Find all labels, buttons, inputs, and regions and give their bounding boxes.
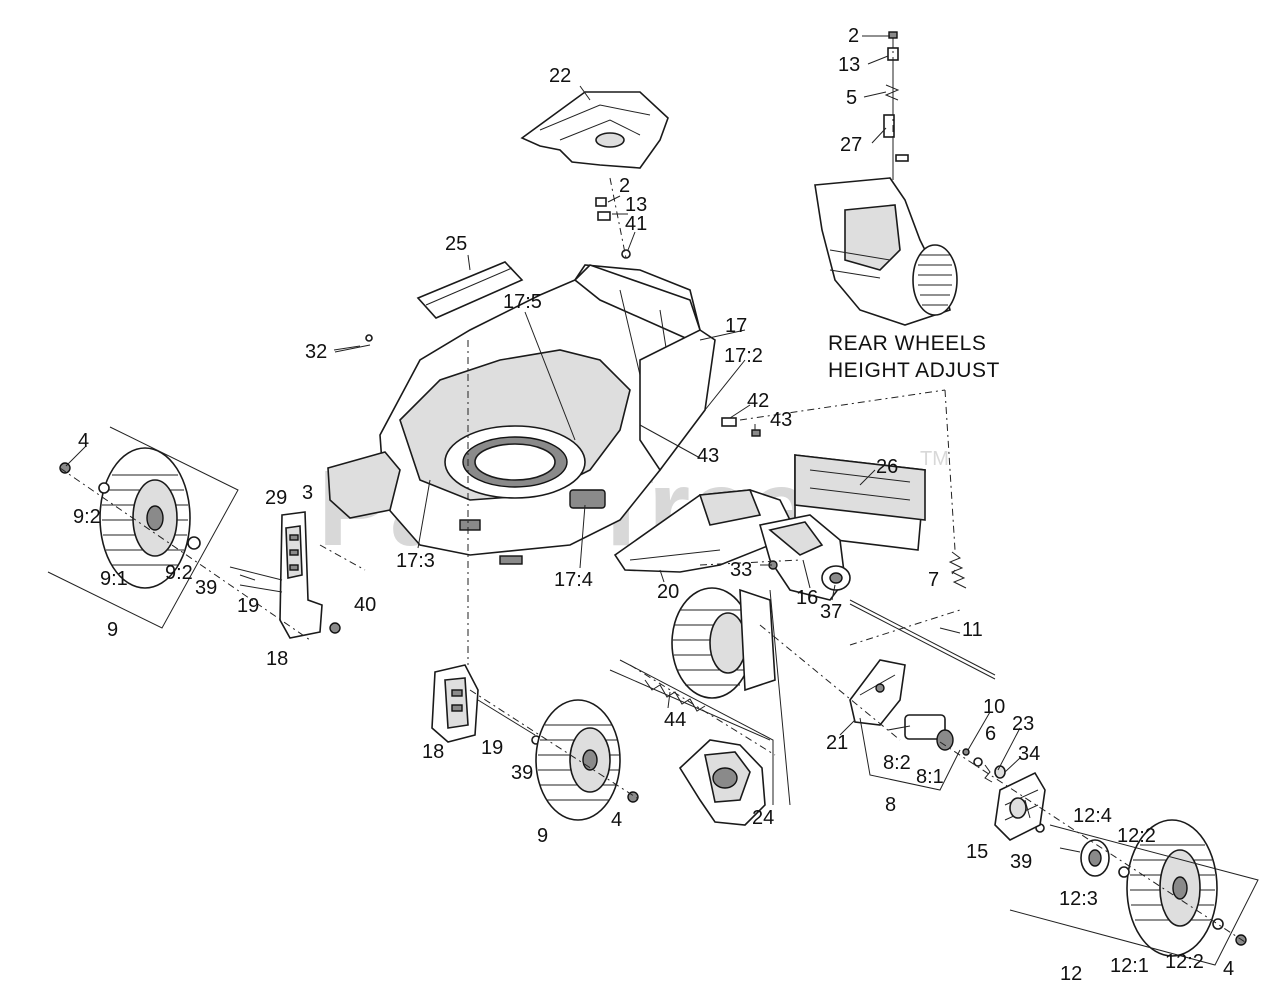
callout-13: 13 [838,54,860,76]
callout-39: 39 [195,577,217,599]
callout-18: 18 [266,648,288,670]
callout-13: 13 [625,194,647,216]
note-line-2: HEIGHT ADJUST [828,359,1000,382]
callout-12-2: 12:2 [1117,825,1156,847]
callout-29: 29 [265,487,287,509]
callout-12-2: 12:2 [1165,951,1204,973]
handle-grip-part [416,261,524,319]
callout-9: 9 [107,619,118,641]
callout-10: 10 [983,696,1005,718]
rear-axle-housing-part [758,514,851,601]
top-cover-part [520,91,669,169]
callout-19: 19 [237,595,259,617]
callout-39: 39 [1010,851,1032,873]
callout-7: 7 [928,569,939,591]
callout-4: 4 [611,809,622,831]
callout-23: 23 [1012,713,1034,735]
rear-height-inset [814,31,958,326]
front-right-wheel-part [671,587,776,699]
callout-2: 2 [848,25,859,47]
callout-11: 11 [962,619,983,641]
callout-22: 22 [549,65,571,87]
callout-12-4: 12:4 [1073,805,1112,827]
callout-20: 20 [657,581,679,603]
rear-guard-part [794,454,926,551]
callout-41: 41 [625,213,647,235]
callout-4: 4 [78,430,89,452]
callout-5: 5 [846,87,857,109]
callout-12: 12 [1060,963,1082,985]
callout-25: 25 [445,233,467,255]
assembly-axis-lines [59,40,1246,943]
callout-33: 33 [730,559,752,581]
callout-17: 17 [725,315,747,337]
callout-8-1: 8:1 [916,766,944,788]
callout-17-5: 17:5 [503,291,542,313]
group-brackets [47,426,1259,966]
callout-9-2: 9:2 [73,506,101,528]
front-lower-wheel-part [535,699,621,821]
callout-12-3: 12:3 [1059,888,1098,910]
axle-rod-part [849,599,996,680]
hubcap-part [994,771,1046,841]
callout-42: 42 [747,390,769,412]
spring-rod-part [609,669,771,741]
axle-small-parts [962,748,1006,783]
callout-6: 6 [985,723,996,745]
callout-32: 32 [305,341,327,363]
callout-4: 4 [1223,958,1234,980]
gearbox-part [678,739,766,826]
callout-24: 24 [752,807,774,829]
callout-9: 9 [537,825,548,847]
rear-bracket-part [849,659,954,751]
front-left-wheel-part [98,447,201,589]
callout-21: 21 [826,732,848,754]
callout-9-2: 9:2 [165,562,193,584]
callout-2: 2 [619,175,630,197]
callout-18: 18 [422,741,444,763]
callout-9-1: 9:1 [100,568,128,590]
callout-40: 40 [354,594,376,616]
callout-8: 8 [885,794,896,816]
watermark-trademark: TM [920,448,949,470]
callout-3: 3 [302,482,313,504]
callout-37: 37 [820,601,842,623]
callout-27: 27 [840,134,862,156]
callout-17-2: 17:2 [724,345,763,367]
callout-43: 43 [770,409,792,431]
height-lever-lower-part [431,664,536,743]
callout-16: 16 [796,587,818,609]
callout-15: 15 [966,841,988,863]
callout-8-2: 8:2 [883,752,911,774]
rear-wheel-part [1059,819,1224,957]
callout-39: 39 [511,762,533,784]
height-lever-left-part [229,511,323,639]
spring-part [948,551,967,589]
callout-17-4: 17:4 [554,569,593,591]
note-line-1: REAR WHEELS [828,332,986,355]
callout-34: 34 [1018,743,1040,765]
callout-43: 43 [697,445,719,467]
callout-17-3: 17:3 [396,550,435,572]
mower-deck-part [327,264,716,565]
callout-12-1: 12:1 [1110,955,1149,977]
callout-26: 26 [876,456,898,478]
leader-lines [65,35,1031,819]
callout-19: 19 [481,737,503,759]
callout-44: 44 [664,709,686,731]
